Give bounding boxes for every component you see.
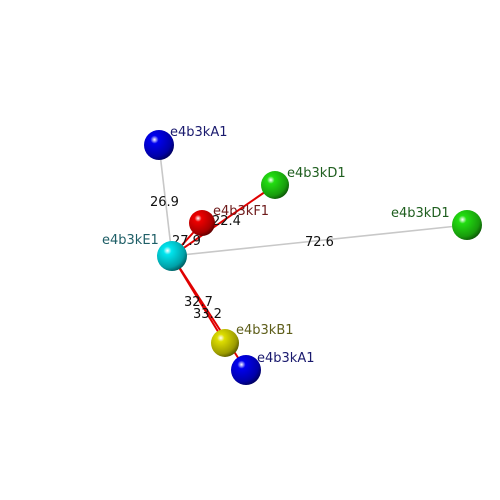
atom-label-a1: e4b3kA1 [170, 125, 227, 140]
atoms-layer [144, 130, 482, 385]
bond-line-e1-a1 [158, 144, 173, 257]
bond-distance-label: 72.6 [305, 235, 334, 250]
atom-label-a1_low: e4b3kA1 [257, 351, 314, 366]
bond-distance-label: 32.7 [184, 295, 213, 310]
bond-distance-label: 26.9 [150, 195, 179, 210]
atom-label-b1: e4b3kB1 [236, 323, 294, 338]
atom-sphere-b1 [211, 329, 239, 357]
atom-sphere-f1 [189, 210, 215, 236]
bond-distance-label: 22.4 [212, 214, 241, 229]
bond-labels-layer: 26.972.622.427.932.733.2 [150, 195, 334, 322]
atom-label-f1: e4b3kF1 [213, 204, 269, 219]
atom-labels-layer: e4b3kA1 e4b3kD1 e4b3kF1 e4b3kE1 e4b3kD1 e4b3k… [102, 125, 450, 366]
bond-line-e1-d1_far [171, 224, 468, 257]
atom-sphere-a1 [144, 130, 174, 160]
atom-label-d1_near: e4b3kD1 [287, 166, 346, 181]
atom-label-d1_far: e4b3kD1 [391, 206, 450, 221]
atom-sphere-d1_near [261, 171, 289, 199]
atom-sphere-d1_far [452, 210, 482, 240]
bond-line-e1-d1_near [171, 184, 276, 257]
atom-sphere-e1 [157, 241, 187, 271]
atom-sphere-a1_low [231, 355, 261, 385]
bond-distance-label: 33.2 [193, 307, 222, 322]
atom-label-e1: e4b3kE1 [102, 233, 159, 248]
